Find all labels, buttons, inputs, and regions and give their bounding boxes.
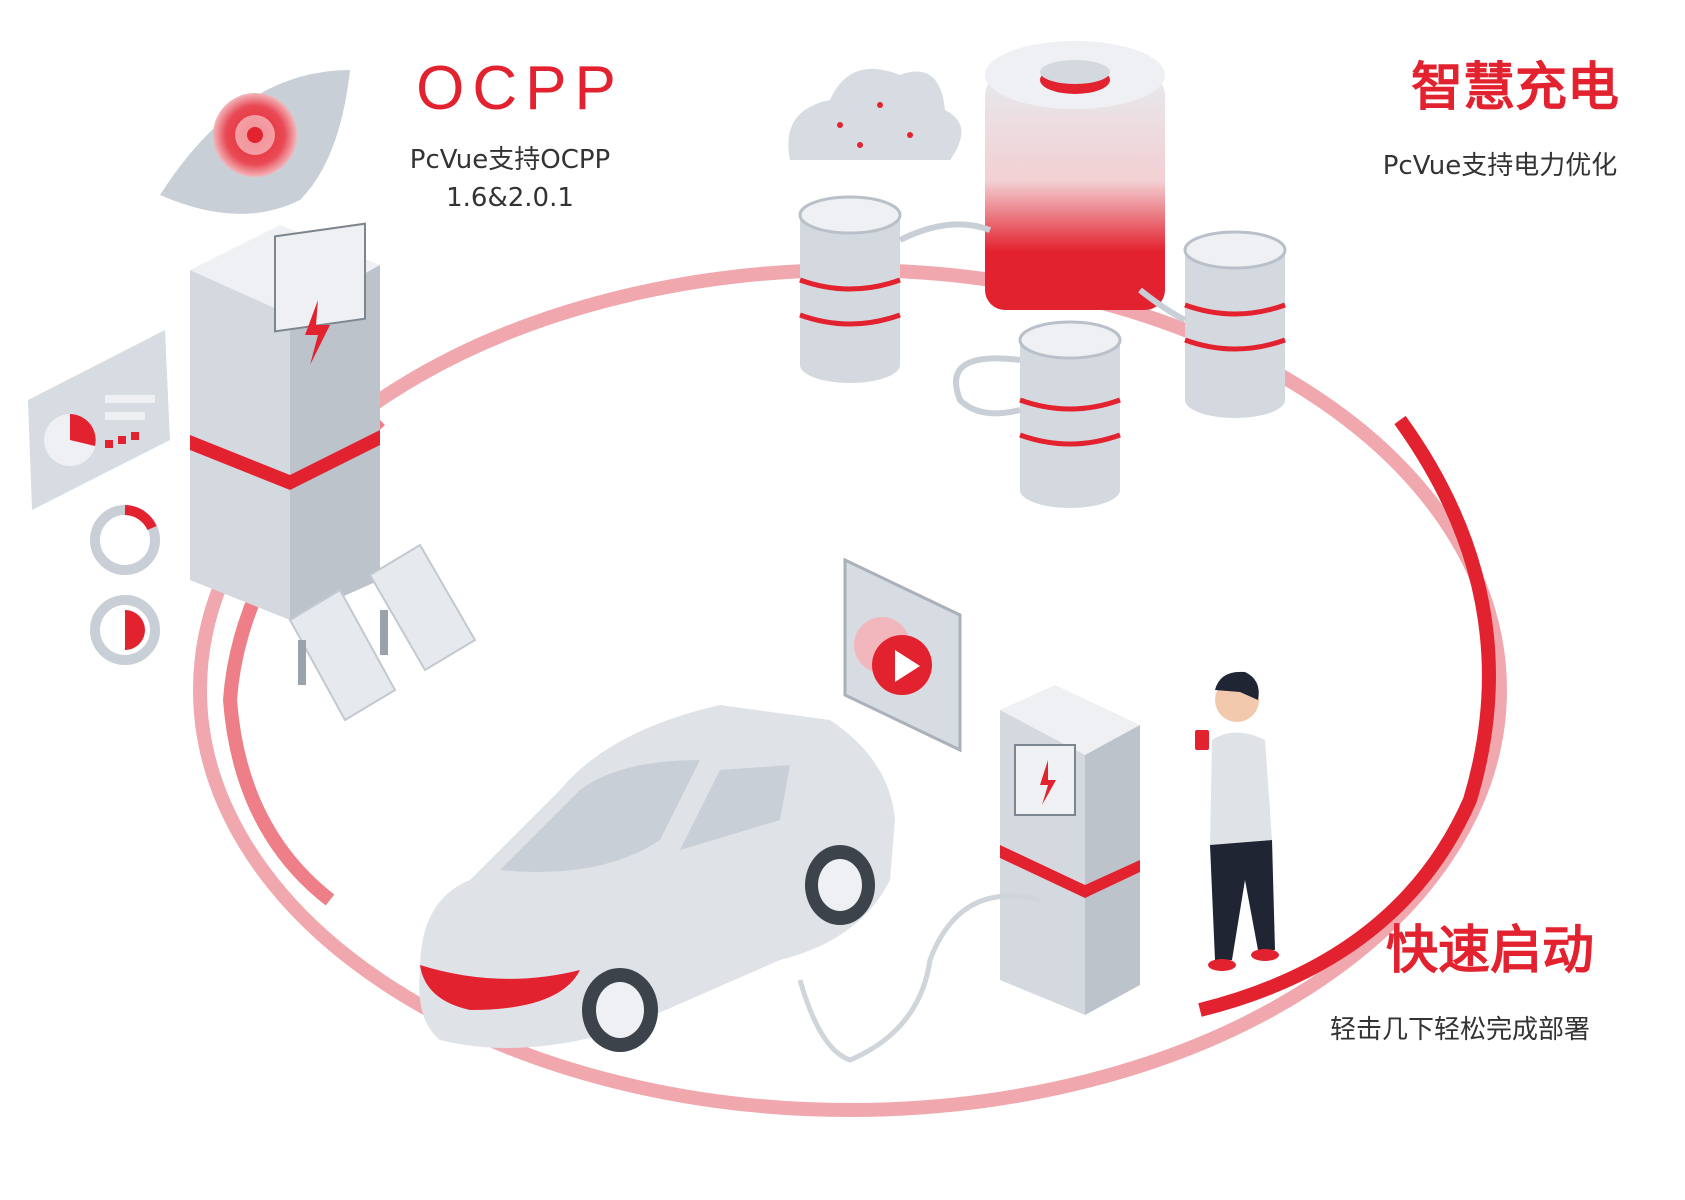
feature-quick-start-subtitle: 轻击几下轻松完成部署: [1290, 1012, 1630, 1050]
feature-quick-start: 快速启动: [1355, 925, 1625, 977]
charging-station-icon: [797, 685, 1140, 1063]
feature-smart-charging-subtitle: PcVue支持电力优化: [1340, 148, 1660, 186]
loop-ring-accent-right: [1198, 415, 1496, 1017]
feature-title: 智慧充电: [1410, 58, 1619, 118]
feature-subtitle-line1: PcVue支持OCPP: [409, 145, 611, 175]
feature-title: OCPP: [416, 54, 624, 123]
person-with-phone-icon: [1195, 671, 1279, 971]
charging-cabinet-icon: [190, 222, 380, 620]
cloud-icon: [788, 68, 962, 160]
feature-ocpp-subtitle: PcVue支持OCPP 1.6&2.0.1: [370, 142, 650, 217]
electric-car-icon: [419, 705, 895, 1052]
battery-tank-icon: [985, 41, 1165, 310]
feature-subtitle-line1: 轻击几下轻松完成部署: [1329, 1015, 1590, 1045]
feature-subtitle-line1: PcVue支持电力优化: [1382, 151, 1618, 181]
feature-title: 快速启动: [1385, 921, 1594, 981]
dashboard-panel-icon: [28, 330, 170, 510]
play-button-icon: [843, 557, 962, 753]
feature-smart-charging: 智慧充电: [1380, 62, 1650, 114]
solar-panel-icon: [288, 543, 477, 722]
eye-icon: [160, 70, 350, 214]
feature-ocpp: OCPP: [390, 58, 650, 120]
donut-chart-icon: [90, 505, 160, 665]
feature-subtitle-line2: 1.6&2.0.1: [446, 182, 574, 213]
database-cylinder-icon: [798, 195, 1287, 508]
